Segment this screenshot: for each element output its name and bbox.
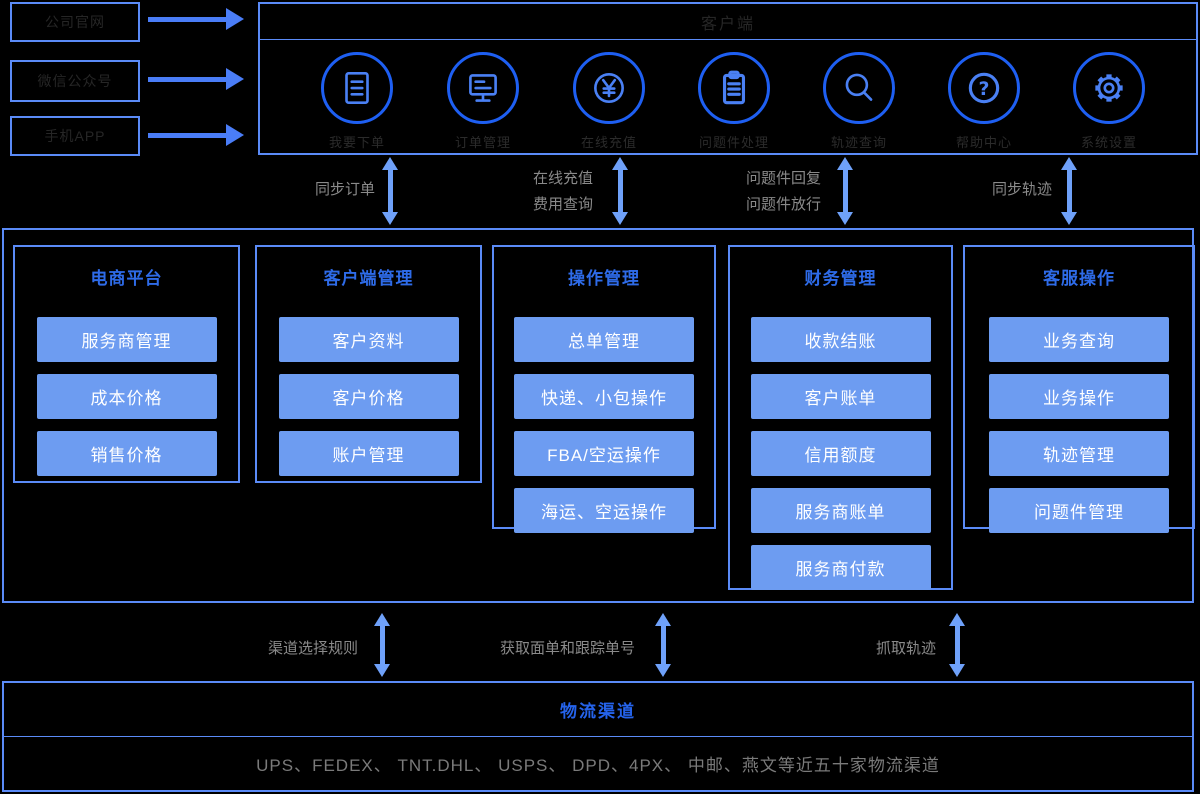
module-finance-management: 财务管理 收款结账 客户账单 信用额度 服务商账单 服务商付款 <box>728 245 953 590</box>
icon-label: 帮助中心 <box>955 135 1012 150</box>
help-icon: ? <box>948 52 1020 124</box>
sync-orders-label: 同步订单 <box>315 181 376 198</box>
double-arrow-icon <box>949 613 965 677</box>
module-title: 财务管理 <box>804 269 877 288</box>
module-title: 操作管理 <box>568 269 640 288</box>
right-arrow-icon <box>148 124 244 146</box>
svg-text:?: ? <box>979 78 990 100</box>
module-title: 电商平台 <box>90 269 163 288</box>
module-customer-service: 客服操作 业务查询 业务操作 轨迹管理 问题件管理 <box>963 245 1195 533</box>
double-arrow-icon <box>612 157 628 225</box>
monitor-icon <box>447 52 519 124</box>
client-bar: 客户端 我要下单 <box>258 2 1198 155</box>
source-label: 手机APP <box>44 128 106 144</box>
channel-rule-label: 渠道选择规则 <box>268 640 359 657</box>
problem-piece-label: 问题件回复 问题件放行 <box>746 170 822 213</box>
module-item: 账户管理 <box>278 431 459 476</box>
logistics-panel: 物流渠道 UPS、FEDEX、 TNT.DHL、 USPS、 DPD、4PX、 … <box>2 681 1194 792</box>
icon-label: 我要下单 <box>328 135 385 150</box>
double-arrow-icon <box>655 613 671 677</box>
module-client-management: 客户端管理 客户资料 客户价格 账户管理 <box>255 245 482 483</box>
search-icon <box>823 52 895 124</box>
module-item: 总单管理 <box>514 317 694 362</box>
client-feature-tracking: 轨迹查询 <box>807 52 911 151</box>
module-title: 客服操作 <box>1043 269 1115 288</box>
recharge-query-label: 在线充值 费用查询 <box>533 170 594 213</box>
icon-label: 问题件处理 <box>698 135 769 150</box>
client-feature-recharge: 在线充值 <box>557 52 661 151</box>
module-item: 客户价格 <box>278 374 459 419</box>
module-item: 销售价格 <box>36 431 217 476</box>
module-item: 客户账单 <box>750 374 931 419</box>
source-box-wechat: 微信公众号 <box>10 60 140 102</box>
module-item: 业务操作 <box>989 374 1169 419</box>
client-feature-problem: 问题件处理 <box>682 52 786 151</box>
module-item: 成本价格 <box>36 374 217 419</box>
source-label: 公司官网 <box>45 14 105 30</box>
module-title: 客户端管理 <box>323 269 414 288</box>
module-item: 快递、小包操作 <box>514 374 694 419</box>
module-item: 轨迹管理 <box>989 431 1169 476</box>
source-box-website: 公司官网 <box>10 2 140 42</box>
client-feature-order: 我要下单 <box>305 52 409 151</box>
get-label-tracking-label: 获取面单和跟踪单号 <box>500 640 636 657</box>
yuan-recharge-icon <box>573 52 645 124</box>
module-item: 收款结账 <box>750 317 931 362</box>
module-operation-management: 操作管理 总单管理 快递、小包操作 FBA/空运操作 海运、空运操作 <box>492 245 716 533</box>
double-arrow-icon <box>374 613 390 677</box>
source-label: 微信公众号 <box>37 73 113 89</box>
module-ecommerce-platform: 电商平台 服务商管理 成本价格 销售价格 <box>13 245 240 483</box>
double-arrow-icon <box>382 157 398 225</box>
right-arrow-icon <box>148 8 244 30</box>
module-item: 信用额度 <box>750 431 931 476</box>
management-container: 电商平台 服务商管理 成本价格 销售价格 客户端管理 客户资料 客户价格 账户管… <box>2 228 1195 603</box>
double-arrow-icon <box>1061 157 1077 225</box>
right-arrow-icon <box>148 68 244 90</box>
module-item: 客户资料 <box>278 317 459 362</box>
module-item: 服务商账单 <box>750 488 931 533</box>
icon-label: 轨迹查询 <box>830 135 887 150</box>
module-item: 服务商管理 <box>36 317 217 362</box>
client-feature-settings: 系统设置 <box>1057 52 1161 151</box>
module-item: 海运、空运操作 <box>514 488 694 533</box>
module-item: 问题件管理 <box>989 488 1169 533</box>
double-arrow-icon <box>837 157 853 225</box>
icon-label: 在线充值 <box>580 135 637 150</box>
icon-label: 系统设置 <box>1080 135 1137 150</box>
module-item: FBA/空运操作 <box>514 431 694 476</box>
source-box-app: 手机APP <box>10 116 140 156</box>
client-feature-waybill: 订单管理 <box>431 52 535 151</box>
clipboard-icon <box>698 52 770 124</box>
logistics-carriers: UPS、FEDEX、 TNT.DHL、 USPS、 DPD、4PX、 中邮、燕文… <box>256 755 940 775</box>
fetch-tracking-label: 抓取轨迹 <box>876 640 937 657</box>
module-item: 业务查询 <box>989 317 1169 362</box>
client-feature-help: ? 帮助中心 <box>932 52 1036 151</box>
order-document-icon <box>321 52 393 124</box>
sync-tracking-label: 同步轨迹 <box>992 181 1053 198</box>
icon-label: 订单管理 <box>454 135 511 150</box>
gear-icon <box>1073 52 1145 124</box>
logistics-title: 物流渠道 <box>4 683 1192 737</box>
client-bar-title: 客户端 <box>260 4 1196 40</box>
module-item: 服务商付款 <box>750 545 931 590</box>
